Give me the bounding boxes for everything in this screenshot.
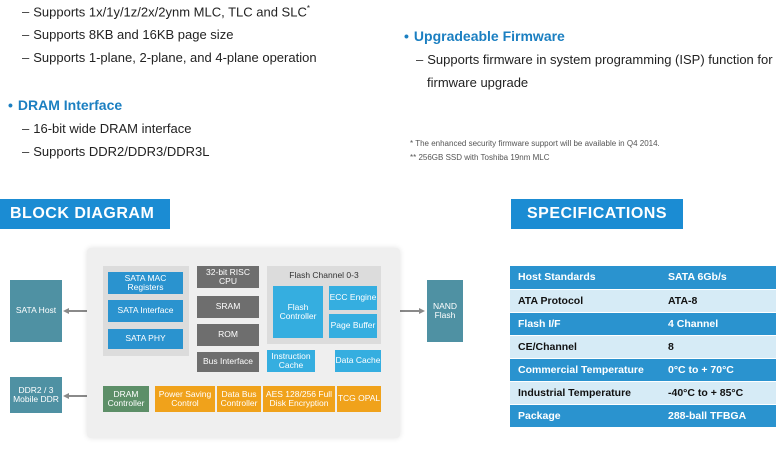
cpu-block: 32-bit RISC CPU [197, 266, 259, 288]
spec-key: Industrial Temperature [510, 381, 660, 404]
table-row: Host Standards SATA 6Gb/s [510, 266, 776, 289]
specifications-table: Host Standards SATA 6Gb/s ATA Protocol A… [510, 266, 776, 428]
aes-encryption-block: AES 128/256 Full Disk Encryption [263, 386, 335, 412]
nand-flash-block: NAND Flash [427, 280, 463, 342]
bullet-icon: • [404, 28, 409, 44]
dram-controller-block: DRAM Controller [103, 386, 149, 412]
dram-interface-heading: •DRAM Interface [8, 97, 123, 113]
table-row: Commercial Temperature 0°C to + 70°C [510, 358, 776, 381]
sram-block: SRAM [197, 296, 259, 318]
table-row: ATA Protocol ATA-8 [510, 289, 776, 312]
table-row: Package 288-ball TFBGA [510, 404, 776, 427]
spec-value: SATA 6Gb/s [660, 266, 776, 289]
spec-value: ATA-8 [660, 289, 776, 312]
flash-support-line-2: –Supports 1-plane, 2-plane, and 4-plane … [22, 50, 317, 65]
block-diagram-banner: BLOCK DIAGRAM [0, 199, 170, 229]
power-saving-block: Power Saving Control [155, 386, 215, 412]
upgradeable-firmware-heading: •Upgradeable Firmware [404, 28, 565, 44]
flash-controller-block: Flash Controller [273, 286, 323, 338]
ddr-block: DDR2 / 3 Mobile DDR [10, 377, 62, 413]
data-cache-block: Data Cache [335, 350, 381, 372]
block-diagram: SATA Host DDR2 / 3 Mobile DDR NAND Flash… [0, 240, 490, 445]
sata-mac-block: SATA MAC Registers [108, 272, 183, 294]
data-bus-controller-block: Data Bus Controller [217, 386, 261, 412]
ecc-engine-block: ECC Engine [329, 286, 377, 310]
flash-support-line-1: –Supports 8KB and 16KB page size [22, 27, 234, 42]
sata-phy-block: SATA PHY [108, 329, 183, 349]
bus-interface-block: Bus Interface [197, 352, 259, 372]
specifications-banner: SPECIFICATIONS [511, 199, 683, 229]
spec-key: ATA Protocol [510, 289, 660, 312]
flash-support-line-0: –Supports 1x/1y/1z/2x/2ynm MLC, TLC and … [22, 4, 310, 20]
firmware-line-1: –Supports firmware in system programming… [416, 52, 773, 67]
spec-key: Package [510, 404, 660, 427]
dram-line-0: –16-bit wide DRAM interface [22, 121, 192, 136]
footnote-1: * The enhanced security firmware support… [410, 139, 660, 148]
flash-channel-label: Flash Channel 0-3 [289, 270, 359, 280]
spec-value: 288-ball TFBGA [660, 404, 776, 427]
spec-value: -40°C to + 85°C [660, 381, 776, 404]
sata-interface-block: SATA Interface [108, 300, 183, 322]
bullet-icon: • [8, 97, 13, 113]
spec-value: 4 Channel [660, 312, 776, 335]
sata-host-block: SATA Host [10, 280, 62, 342]
spec-value: 0°C to + 70°C [660, 358, 776, 381]
spec-key: CE/Channel [510, 335, 660, 358]
dram-line-1: –Supports DDR2/DDR3/DDR3L [22, 144, 210, 159]
rom-block: ROM [197, 324, 259, 346]
page-buffer-block: Page Buffer [329, 314, 377, 338]
table-row: Flash I/F 4 Channel [510, 312, 776, 335]
tcg-opal-block: TCG OPAL [337, 386, 381, 412]
spec-key: Commercial Temperature [510, 358, 660, 381]
spec-value: 8 [660, 335, 776, 358]
spec-key: Host Standards [510, 266, 660, 289]
table-row: CE/Channel 8 [510, 335, 776, 358]
firmware-line-2: firmware upgrade [427, 75, 529, 90]
table-row: Industrial Temperature -40°C to + 85°C [510, 381, 776, 404]
instruction-cache-block: Instruction Cache [267, 350, 315, 372]
footnote-2: ** 256GB SSD with Toshiba 19nm MLC [410, 153, 550, 162]
spec-key: Flash I/F [510, 312, 660, 335]
